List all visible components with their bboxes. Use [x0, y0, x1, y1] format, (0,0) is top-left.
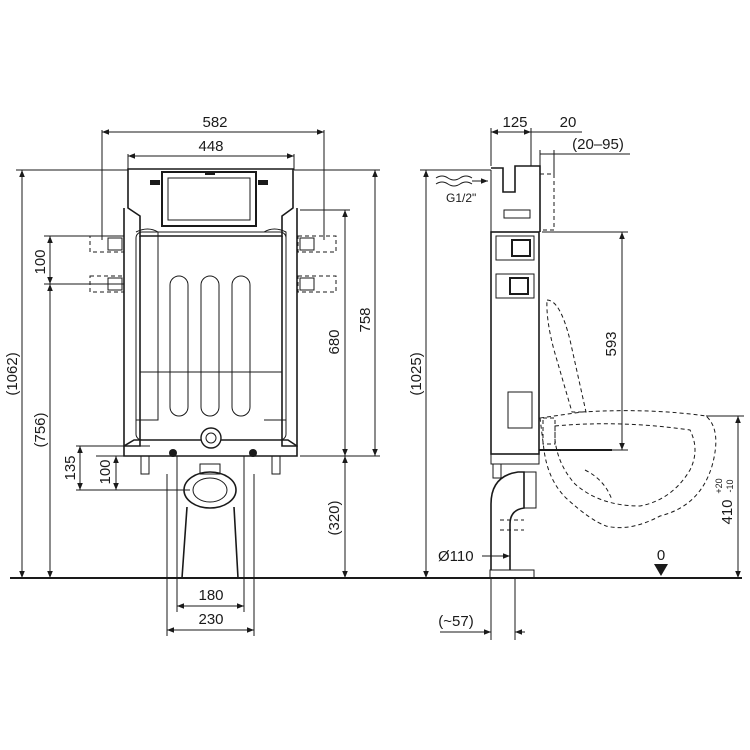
inlet-label: G1/2": [446, 191, 476, 205]
drain-bend-inner: [192, 477, 228, 503]
inlet-box-top: [495, 235, 535, 261]
drain-pipe: [181, 506, 239, 579]
right-column: [263, 228, 287, 421]
bracket-mark-top: [205, 172, 215, 175]
dim-448: 448: [198, 138, 223, 155]
frame-left-rail: [123, 208, 141, 447]
dim-756: (756): [32, 412, 49, 447]
dim-20: 20: [560, 114, 577, 131]
cistern-slot-3: [231, 275, 251, 417]
dim-320: (320): [326, 500, 343, 535]
dim-230: 230: [198, 611, 223, 628]
dim-410-tol-plus: +20: [714, 478, 724, 493]
frame-right-rail: [281, 208, 298, 447]
foot-left: [140, 455, 150, 475]
dim-758: 758: [357, 307, 374, 332]
bracket-mark-left: [150, 180, 160, 185]
side-flush-panel: [507, 391, 533, 429]
foot-right: [271, 455, 281, 475]
drain-coupling: [199, 463, 221, 475]
bolt-right: [249, 449, 257, 457]
dim-410-tol-minus: -10: [725, 479, 735, 492]
dim-135: 135: [62, 455, 79, 480]
side-drain-elbow: [490, 471, 525, 570]
toilet-bowl-outline: [539, 410, 717, 529]
side-view: 125 20 (20–95) G1/2" (1025) 593 410 +20 …: [408, 114, 744, 640]
toilet-hinge: [542, 417, 556, 445]
floor-level-marker: [654, 564, 668, 576]
dim-593: 593: [603, 331, 620, 356]
inlet-box-bottom: [495, 273, 535, 299]
cistern-slot-2: [200, 275, 220, 417]
toilet-seat-raised: [546, 299, 587, 413]
side-drain-sleeve: [524, 471, 537, 509]
drain-bend: [183, 471, 237, 509]
dim-582: 582: [202, 114, 227, 131]
dim-100-bottom: 100: [97, 459, 114, 484]
flush-plate-opening: [161, 171, 257, 227]
side-clip: [503, 209, 531, 219]
side-foot: [492, 463, 502, 479]
dim-diameter-110: Ø110: [438, 548, 474, 565]
drain-connector: [200, 427, 222, 449]
dim-20-95: (20–95): [572, 136, 624, 153]
cistern-slot-1: [169, 275, 189, 417]
toilet-bowl-rim: [584, 469, 613, 501]
dim-100-left: 100: [32, 249, 49, 274]
bracket-mark-right: [258, 180, 268, 185]
toilet-bowl-inner: [554, 423, 696, 507]
adjustable-bracket: [539, 173, 555, 231]
flush-plate-inner: [167, 177, 251, 221]
side-bottom-rail: [490, 453, 540, 465]
bolt-left: [169, 449, 177, 457]
water-inlet-arrow: [435, 175, 473, 187]
floor-level-label: 0: [657, 547, 665, 564]
side-drain-base: [489, 569, 535, 579]
pipe-bracket-right-top: [297, 235, 337, 253]
dim-410: 410: [719, 499, 736, 524]
dim-1025: (1025): [408, 352, 425, 395]
dim-57: (~57): [438, 613, 473, 630]
dim-680: 680: [326, 329, 343, 354]
pipe-bracket-right-bottom: [297, 275, 337, 293]
left-column: [135, 228, 159, 421]
side-top-bracket: [491, 165, 541, 232]
dim-125: 125: [502, 114, 527, 131]
dim-1062: (1062): [4, 352, 21, 395]
pipe-bracket-left-top: [89, 235, 125, 253]
front-view: 582 448 (1062) (756) 100 680 758 (320): [4, 114, 380, 636]
drain-connector-inner: [205, 432, 217, 444]
dim-180: 180: [198, 587, 223, 604]
